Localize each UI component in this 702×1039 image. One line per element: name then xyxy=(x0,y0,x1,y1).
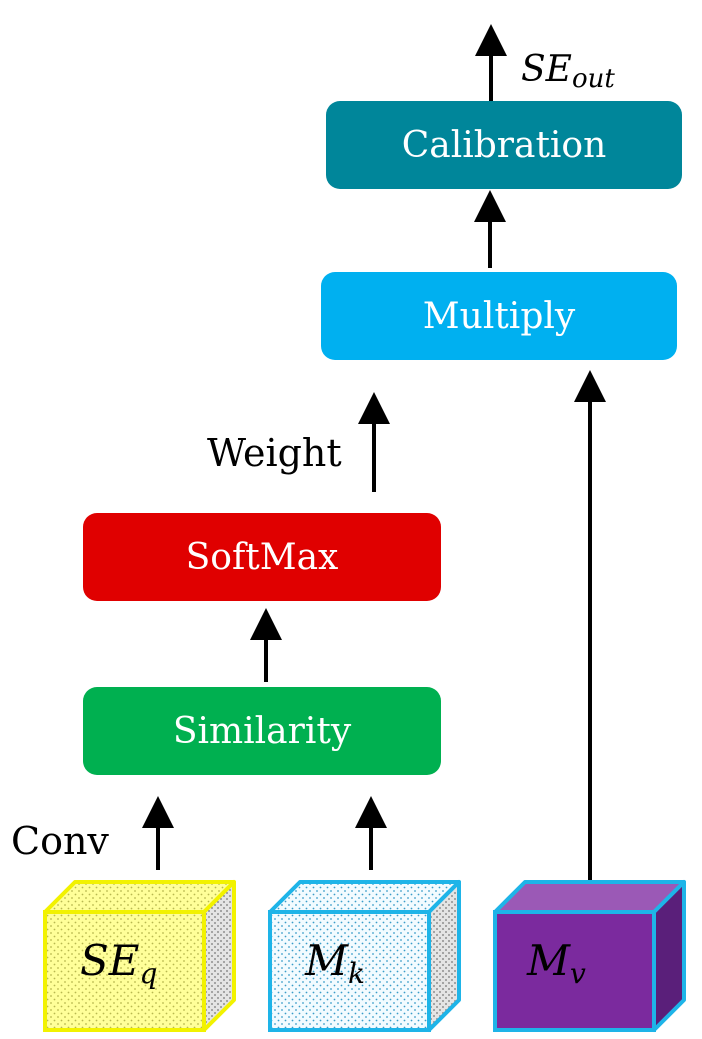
calibration-node: Calibration xyxy=(326,101,682,189)
cube-m-k xyxy=(268,880,461,1032)
arrow-multiply-to-calibration xyxy=(474,190,506,268)
output-label: SEout xyxy=(521,49,615,94)
arrow-similarity-to-softmax xyxy=(250,608,282,682)
cube-m-v xyxy=(493,880,686,1032)
m-v-label: Mv xyxy=(527,940,586,988)
se-q-label-sub: q xyxy=(139,957,158,990)
arrow-seq-to-similarity xyxy=(142,796,174,870)
arrow-output xyxy=(475,24,507,101)
similarity-node: Similarity xyxy=(83,687,441,775)
conv-edge-label: Conv xyxy=(11,819,109,863)
m-v-label-main: M xyxy=(527,936,571,985)
m-k-label-sub: k xyxy=(348,957,365,990)
arrow-mv-to-multiply xyxy=(574,370,606,882)
cube-se-q xyxy=(43,880,236,1032)
multiply-node: Multiply xyxy=(321,272,677,360)
m-k-label-main: M xyxy=(305,936,349,985)
m-k-label: Mk xyxy=(305,940,365,988)
m-v-label-sub: v xyxy=(570,957,586,990)
softmax-node: SoftMax xyxy=(83,513,441,601)
output-label-sub: out xyxy=(571,64,615,94)
arrow-mk-to-similarity xyxy=(355,796,387,870)
arrow-softmax-to-multiply xyxy=(358,392,390,492)
output-label-main: SE xyxy=(521,49,572,90)
se-q-label-main: SE xyxy=(80,936,140,985)
se-q-label: SEq xyxy=(80,940,157,988)
weight-edge-label: Weight xyxy=(207,431,342,475)
